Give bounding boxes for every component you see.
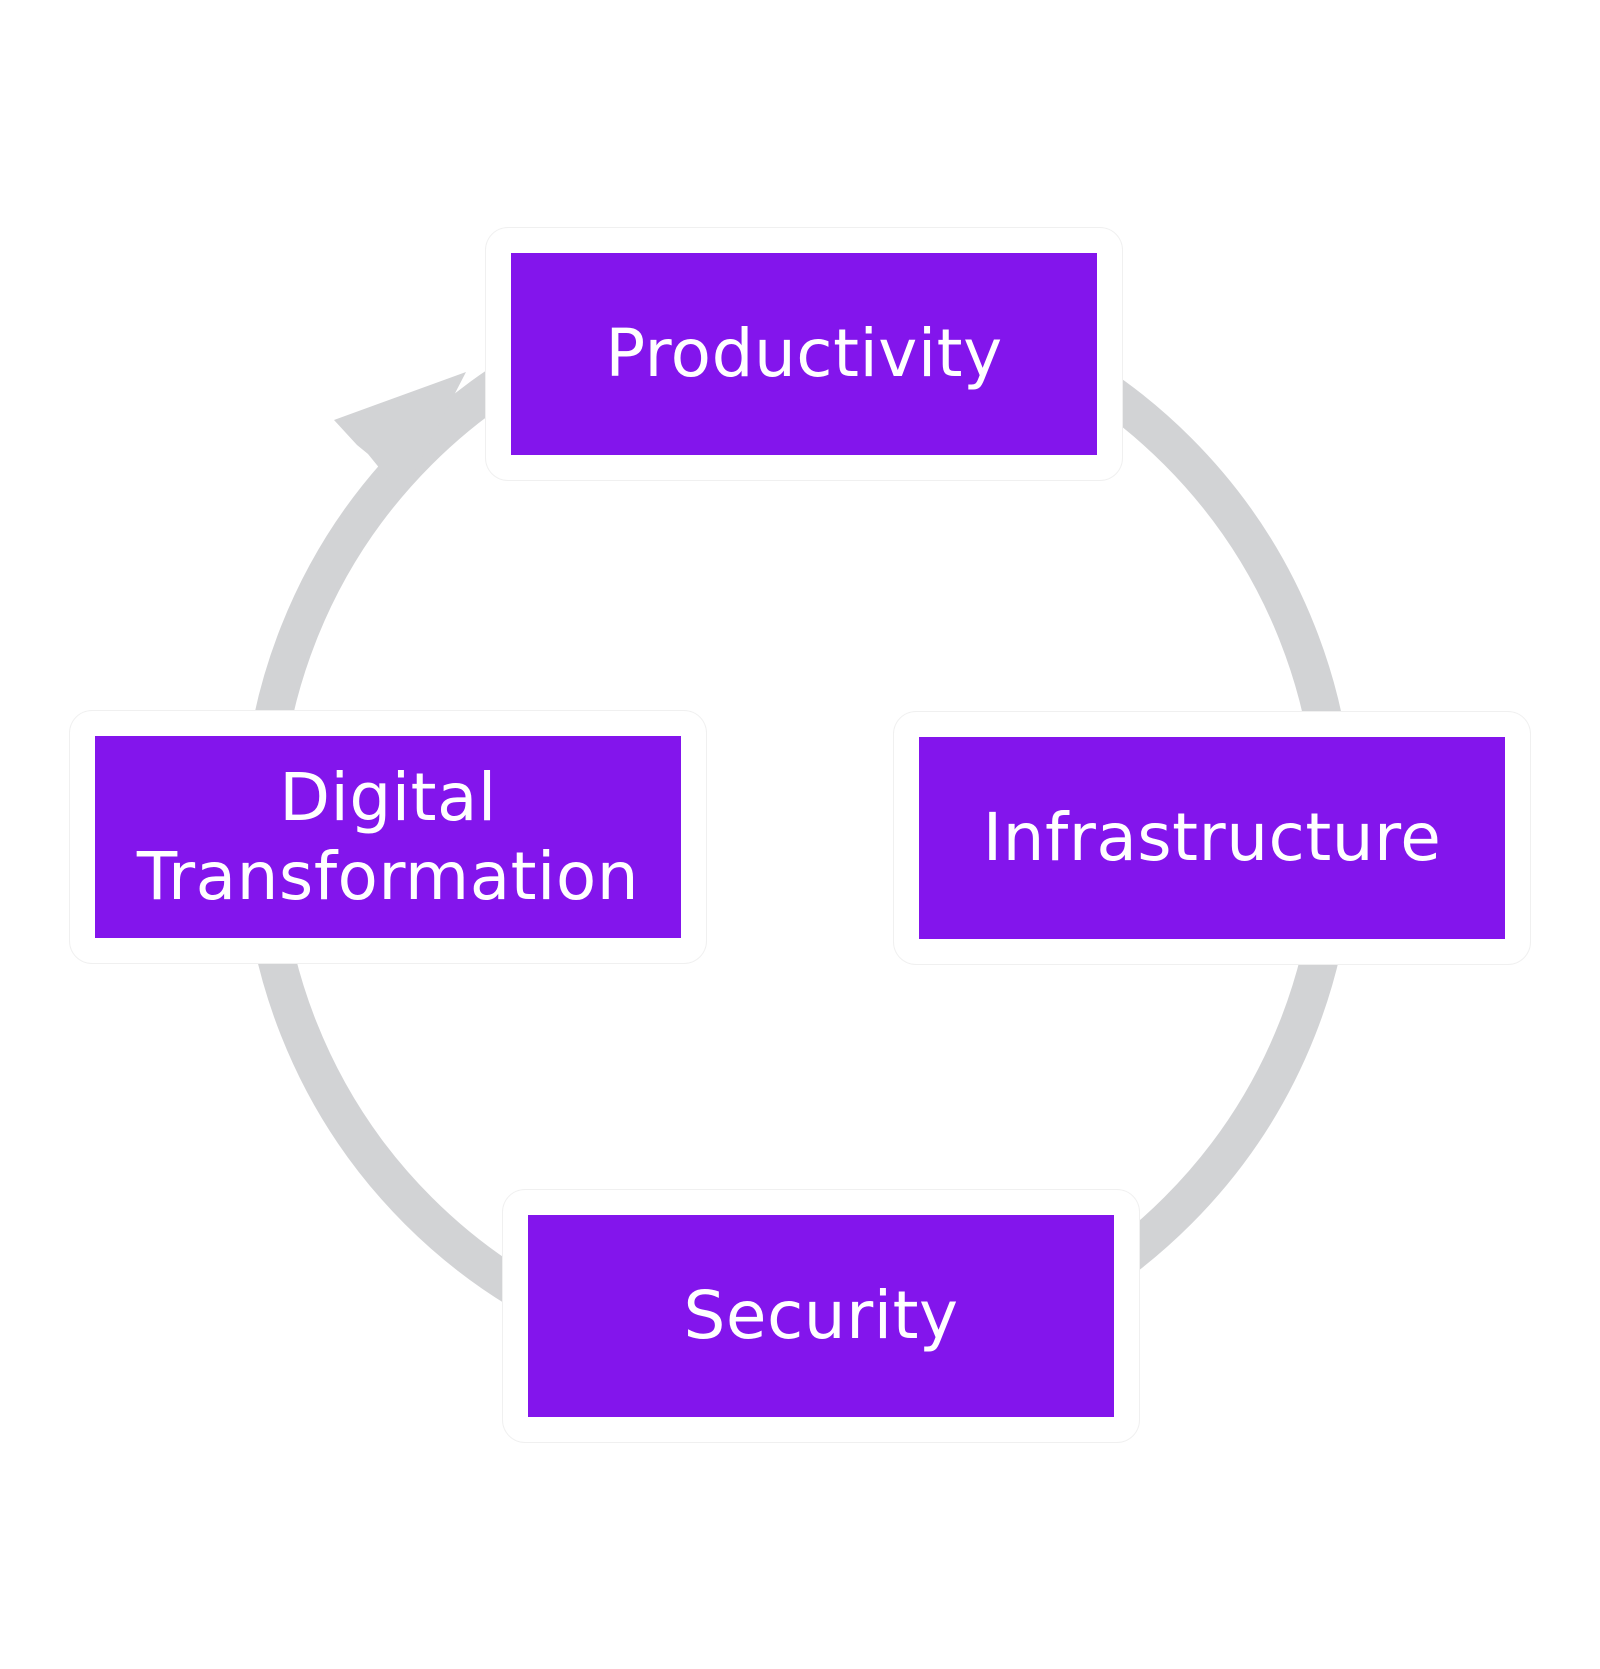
stage-digital-transformation: Digital Transformation [70, 711, 706, 963]
stage-security-label: Security [528, 1215, 1114, 1417]
stage-digital-transformation-label: Digital Transformation [95, 736, 681, 938]
cycle-arrowhead [334, 372, 466, 496]
stage-infrastructure-label: Infrastructure [919, 737, 1505, 939]
stage-security: Security [503, 1190, 1139, 1442]
stage-productivity: Productivity [486, 228, 1122, 480]
stage-infrastructure: Infrastructure [894, 712, 1530, 964]
stage-productivity-label: Productivity [511, 253, 1097, 455]
